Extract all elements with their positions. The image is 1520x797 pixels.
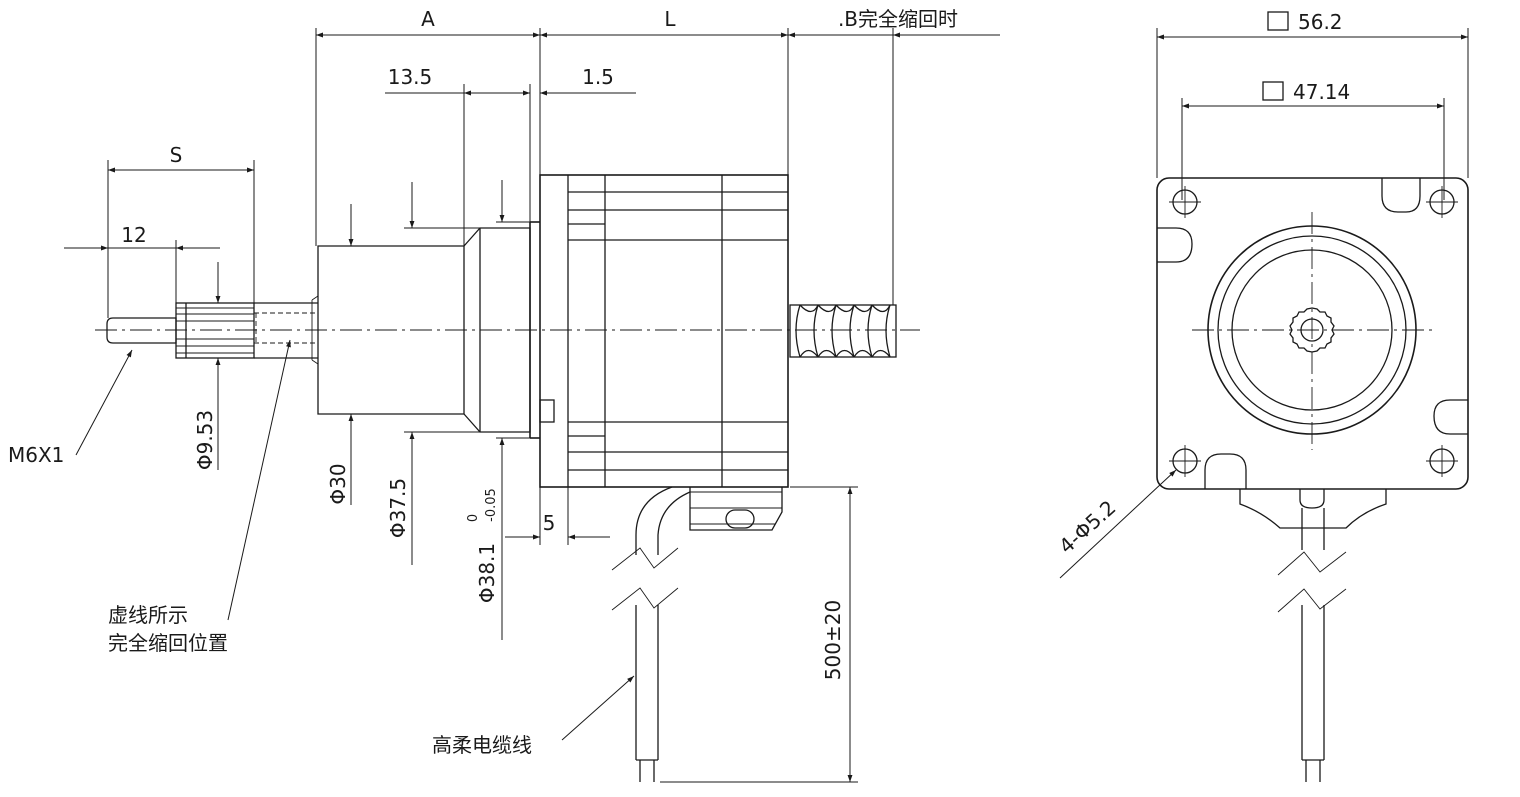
cable-note-label: 高柔电缆线 <box>432 733 532 757</box>
dim-1-5-label: 1.5 <box>582 65 614 89</box>
dia-9-53-label: Φ9.53 <box>193 410 217 470</box>
dim-13-5-label: 13.5 <box>388 65 433 89</box>
dim-B-label: .B完全缩回时 <box>838 7 958 31</box>
dia-38-1-label: Φ38.1 <box>475 543 499 603</box>
flange-notch <box>1157 227 1193 263</box>
dimension-lines-top <box>64 28 1000 318</box>
dimension-lines-diameters <box>215 180 858 783</box>
front-housing <box>311 245 465 415</box>
mounting-hole <box>1169 445 1201 477</box>
rear-lead-screw <box>789 304 897 358</box>
dim-S-label: S <box>170 143 183 167</box>
flange-notch <box>1381 178 1421 213</box>
square-symbol-icon <box>1267 11 1289 31</box>
motor-body <box>539 174 789 488</box>
spline-shaft <box>175 302 318 359</box>
flange-notch <box>1204 453 1247 489</box>
pilot-flange <box>463 221 540 439</box>
leader-lines <box>75 339 635 741</box>
square-56-2-label: 56.2 <box>1298 10 1343 34</box>
side-view: A L .B完全缩回时 S 13.5 1.5 12 5 M6X1 Φ9.53 Φ… <box>8 7 1000 783</box>
square-symbol-icon <box>1262 81 1284 101</box>
dia-37-5-label: Φ37.5 <box>386 478 410 538</box>
dim-5-label: 5 <box>543 511 556 535</box>
mounting-hole <box>1426 186 1458 218</box>
dim-L-label: L <box>664 7 676 31</box>
flange-notch <box>1433 399 1468 435</box>
dashed-note-line1: 虚线所示 <box>108 603 188 627</box>
cable-length-label: 500±20 <box>821 600 845 680</box>
front-view: 56.2 47.14 <box>1054 10 1469 782</box>
tolerance-lower-label: -0.05 <box>484 488 499 522</box>
dashed-note-line2: 完全缩回位置 <box>108 631 228 655</box>
dia-30-label: Φ30 <box>326 463 350 504</box>
thread-m6x1-label: M6X1 <box>8 443 64 467</box>
tolerance-upper-label: 0 <box>466 514 481 522</box>
front-flange <box>1156 177 1469 490</box>
mounting-hole <box>1426 445 1458 477</box>
dim-A-label: A <box>421 7 435 31</box>
front-cable-outlet <box>1239 489 1387 529</box>
mounting-hole <box>1169 186 1201 218</box>
dim-12-label: 12 <box>121 223 146 247</box>
holes-label: 4-Φ5.2 <box>1054 495 1120 558</box>
cable-outlet <box>611 486 783 782</box>
square-47-14-label: 47.14 <box>1293 80 1350 104</box>
shaft-thread-tip <box>106 317 177 344</box>
